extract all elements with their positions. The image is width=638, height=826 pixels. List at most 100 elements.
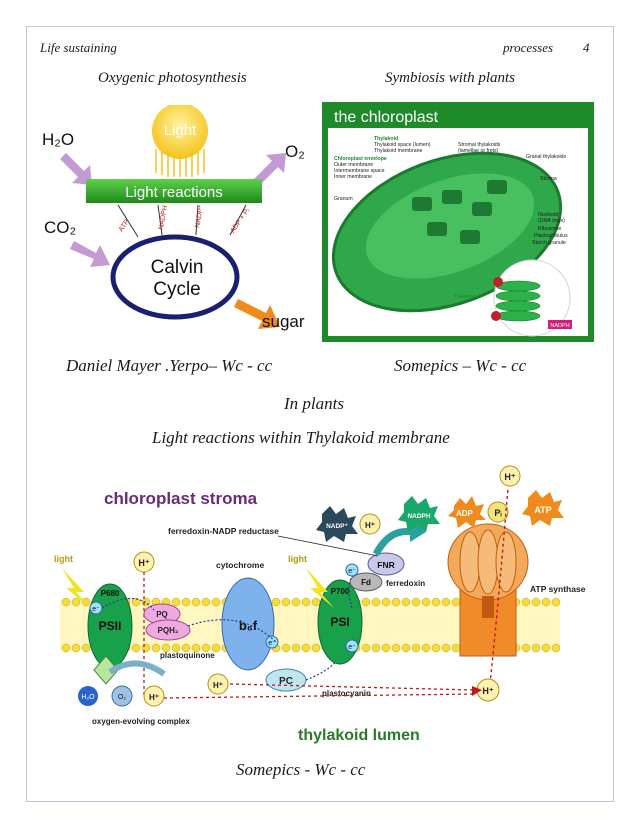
nadph-label: NADPH (407, 513, 430, 520)
nadp-label: NADP⁺ (194, 204, 205, 228)
calvin-label-1: Calvin (151, 257, 204, 278)
b6f-e-label: e⁻ (268, 640, 276, 647)
caption-photosynthesis: Oxygenic photosynthesis (98, 70, 247, 86)
cytochrome-label: cytochrome (216, 560, 264, 570)
label-nucleoid2: (DNA rings) (538, 218, 565, 224)
h-psii-label: H⁺ (138, 558, 149, 568)
light-reactions-box (86, 179, 262, 203)
light-bolt-2 (306, 568, 334, 608)
sugar-label: sugar (262, 312, 305, 331)
h-b6f-circle (207, 673, 229, 695)
calvin-label-2: Cycle (153, 279, 201, 300)
section-subtitle: Light reactions within Thylakoid membran… (152, 428, 450, 447)
nadph-box (548, 320, 572, 329)
h-nadp-label: H⁺ (365, 521, 375, 530)
h2o-label: H₂O (81, 694, 95, 701)
credit-chloroplast: Somepics – Wc - cc (394, 356, 527, 375)
h-lumen-label: H⁺ (482, 686, 493, 696)
light-reactions-label: Light reactions (125, 184, 223, 201)
fd-e-label: e⁻ (348, 568, 356, 575)
h-b6f-label: H⁺ (213, 681, 223, 690)
h2o-arrow (60, 153, 92, 185)
psi-e-label: e⁻ (348, 644, 356, 651)
p700-label: P700 (331, 587, 350, 596)
sun-shape (152, 105, 208, 159)
caption-symbiosis: Symbiosis with plants (385, 70, 516, 86)
h-oec-label: H⁺ (149, 693, 159, 702)
atp-synthase-label: ATP synthase (530, 584, 586, 594)
fnr-shape (367, 552, 405, 576)
psii-label: PSII (99, 619, 122, 633)
label-outer: Outer membrane (334, 162, 373, 168)
h-top-label: H⁺ (504, 472, 515, 482)
thylakoid-diagram: chloroplast stroma thylakoid lumen ATP s… (54, 465, 586, 744)
b6f-label: b₆f (239, 618, 258, 633)
credit-thylakoid: Somepics - Wc - cc (236, 760, 366, 779)
pi-label: Pᵢ (494, 508, 502, 518)
o2-arrow (254, 153, 286, 185)
pqh2-shape (145, 619, 191, 641)
page-border (26, 26, 614, 802)
plastoquinone-label: plastoquinone (160, 651, 215, 660)
o2-label: O₂ (285, 142, 305, 161)
h-oec-circle (143, 685, 165, 707)
h-path-atp (489, 487, 509, 685)
atp-burst (522, 490, 564, 526)
label-stromal2: (lamellae or frets) (458, 148, 499, 154)
adp-label: ADP (456, 509, 474, 518)
chloroplast-image: the chloroplast Thylakoid Thylakoid spac… (322, 102, 594, 342)
fnr-full-label: ferredoxin-NADP reductase (168, 526, 279, 536)
nadp-label: NADP⁺ (326, 523, 348, 530)
grana-stacks (412, 180, 507, 244)
calvin-cycle-ring (110, 234, 240, 320)
co2-arrow (70, 241, 110, 267)
thylakoid-discs (495, 280, 541, 322)
label-thylakoid: Thylakoid (454, 294, 476, 300)
label-stroma: Stroma (540, 176, 557, 182)
fd-label: Fd (361, 578, 371, 587)
nadp-burst (316, 506, 358, 542)
chloroplast-title: the chloroplast (334, 109, 439, 126)
page-number: 4 (583, 40, 590, 55)
label-thylakoid-head: Thylakoid (374, 136, 398, 142)
nadph-arrow (372, 527, 413, 556)
light-label-2: light (288, 554, 307, 564)
oec-diamond (93, 655, 119, 685)
label-inter: Intermembrane space (334, 168, 385, 174)
credit-photosynthesis: Daniel Mayer .Yerpo– Wc - cc (66, 356, 273, 375)
header-right: processes (503, 40, 554, 55)
photosynthesis-diagram: Light H₂O O₂ Light reactions CO₂ ATP NAD… (42, 105, 305, 331)
label-starch: Starch granule (532, 240, 566, 246)
ferredoxin-label: ferredoxin (386, 579, 425, 588)
label-envelope: Chloroplast envelope (334, 156, 387, 162)
plastocyanin-label: plastocyanin (322, 689, 371, 698)
light-bolt-1 (62, 568, 90, 608)
h-nadp-circle (359, 513, 381, 535)
fd-shape (349, 572, 383, 592)
pqh2-label: PQH₂ (158, 626, 179, 635)
psii-e-label: e⁻ (92, 606, 100, 613)
nadph-label: NADPH (158, 205, 169, 230)
sun-rays (155, 149, 205, 177)
label-granum: Granum (334, 196, 353, 202)
lumen-label: thylakoid lumen (298, 727, 420, 744)
oec-arrow (108, 660, 166, 677)
pq-label: PQ (156, 610, 168, 619)
nadph-inset-label: NADPH (550, 323, 569, 329)
sugar-arrow (234, 299, 280, 329)
p680-label: P680 (101, 589, 120, 598)
fnr-label: FNR (377, 560, 394, 570)
nadph-burst (398, 496, 440, 532)
atp-label: ATP (118, 218, 131, 233)
h-top-circle (499, 465, 521, 487)
h2o-label: H₂O (42, 130, 74, 149)
label-nucleoid: Nucleoid (538, 212, 558, 218)
adp-burst (448, 496, 486, 528)
h2o-circle (78, 686, 98, 706)
light-label: Light (164, 122, 197, 139)
oec-label: oxygen-evolving complex (92, 717, 190, 726)
b6f-e-circle (265, 635, 279, 649)
o2-label: O₂ (118, 694, 126, 701)
label-stromal: Stromal thylakoids (458, 142, 501, 148)
co2-label: CO₂ (44, 218, 76, 237)
